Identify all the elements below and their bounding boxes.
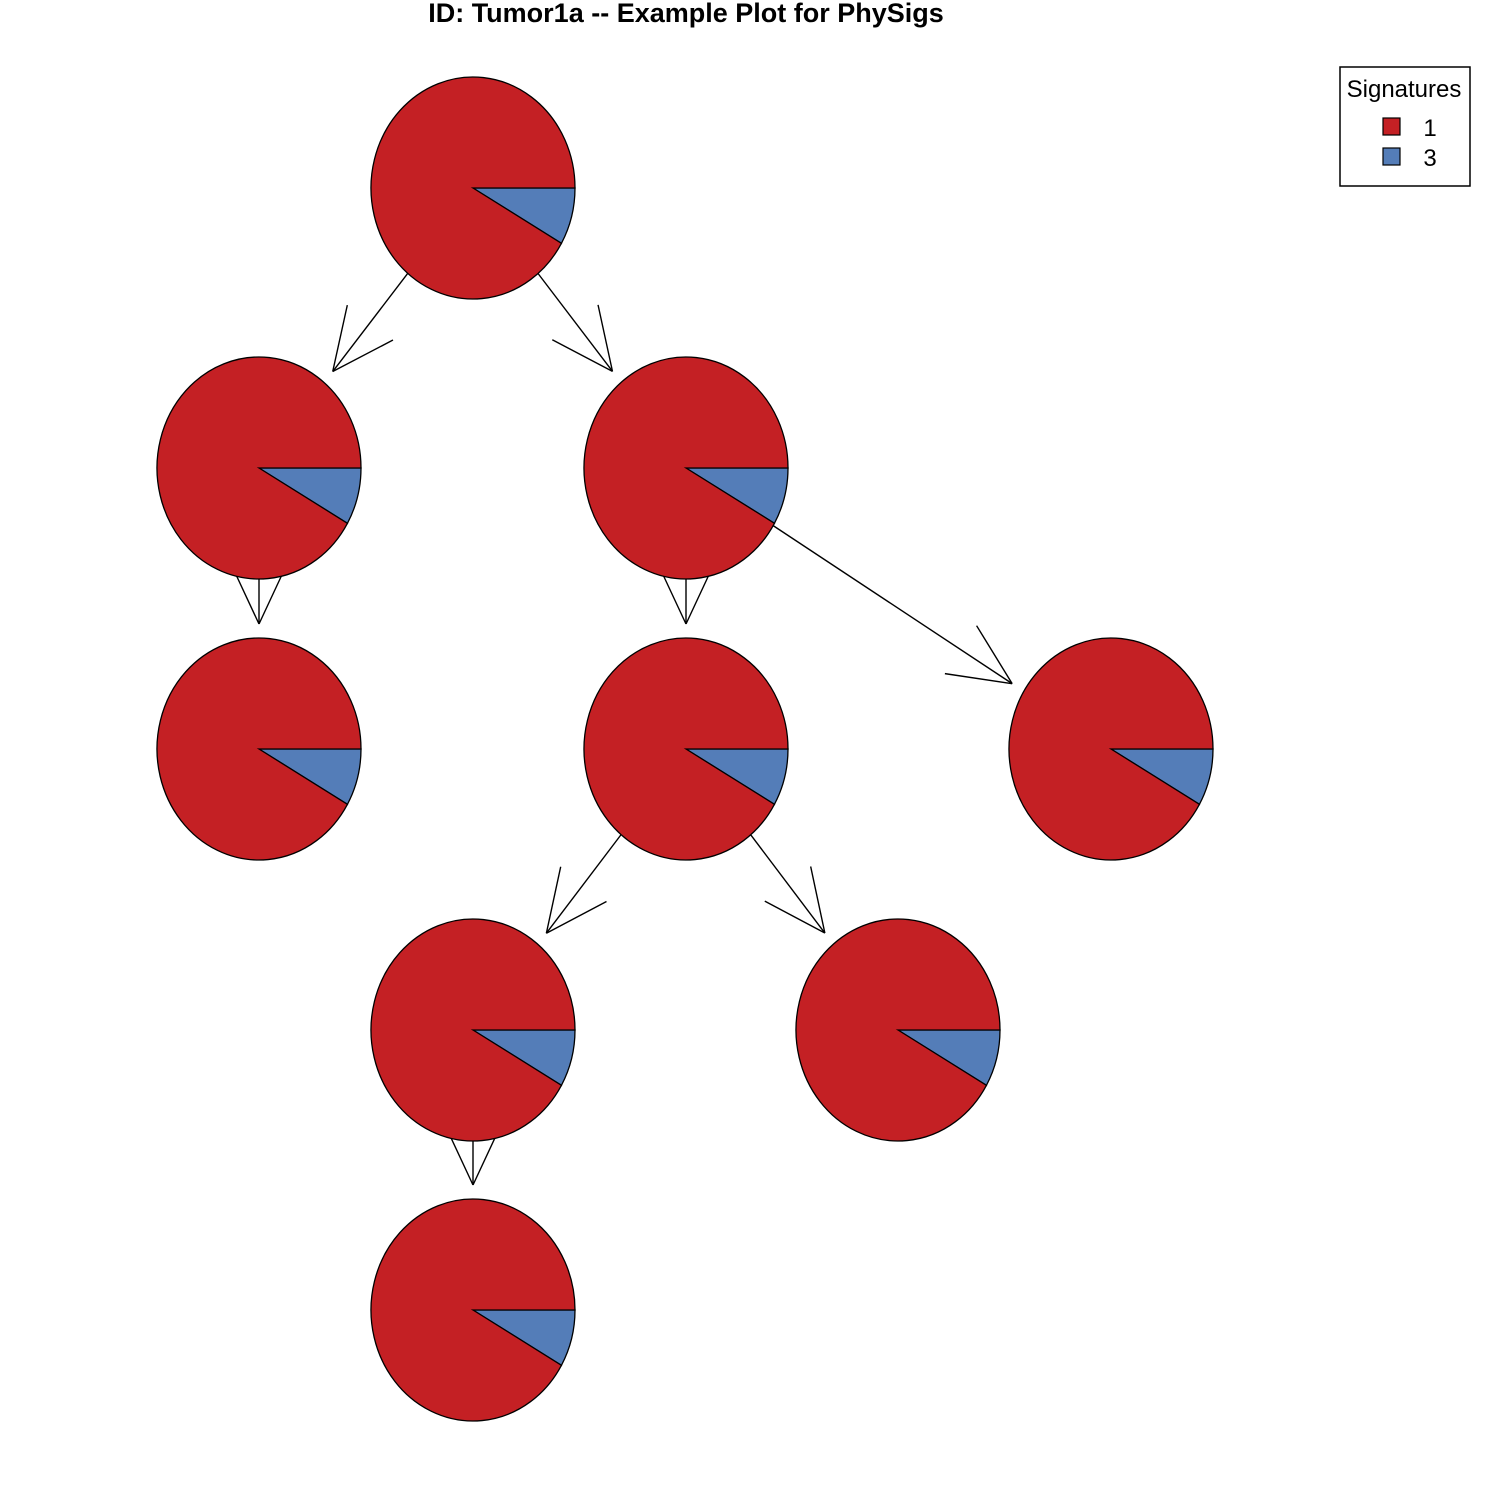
edge-line <box>750 834 826 934</box>
edge-n1-n3 <box>537 273 614 372</box>
arrow-head <box>332 304 348 372</box>
pie-slice-signature-1 <box>583 637 789 861</box>
edge-line <box>772 525 1013 685</box>
arrow-head <box>545 866 562 934</box>
pies-layer <box>156 76 1214 1422</box>
pie-slice-signature-1 <box>370 1198 576 1422</box>
arrow-head <box>597 304 614 372</box>
arrow-head <box>944 672 1013 685</box>
arrow-head <box>975 625 1013 685</box>
pie-slice-signature-1 <box>795 918 1001 1142</box>
arrow-head <box>809 866 826 934</box>
edge-line <box>537 273 614 372</box>
arrow-head <box>764 900 826 934</box>
pie-n7 <box>370 918 576 1142</box>
pie-n4 <box>156 637 362 861</box>
pie-slice-signature-1 <box>370 76 576 300</box>
pie-n8 <box>795 918 1001 1142</box>
legend-swatch <box>1382 147 1401 166</box>
legend-box <box>1339 66 1471 187</box>
legend-item-1: 1 <box>1382 115 1437 142</box>
pie-n2 <box>156 356 362 580</box>
pie-n9 <box>370 1198 576 1422</box>
pie-slice-signature-1 <box>1008 637 1214 861</box>
legend-items: 13 <box>1382 115 1437 172</box>
pie-n5 <box>583 637 789 861</box>
edge-n3-n6 <box>772 525 1013 685</box>
pie-slice-signature-1 <box>583 356 789 580</box>
pie-n3 <box>583 356 789 580</box>
pie-slice-signature-1 <box>156 356 362 580</box>
pie-slice-signature-1 <box>156 637 362 861</box>
pie-n6 <box>1008 637 1214 861</box>
legend-title: Signatures <box>1347 76 1462 103</box>
legend-label: 1 <box>1423 115 1436 142</box>
chart-title: ID: Tumor1a -- Example Plot for PhySigs <box>428 0 944 28</box>
arrow-head <box>546 900 607 934</box>
pie-n1 <box>370 76 576 300</box>
edge-n5-n8 <box>750 834 826 934</box>
legend-swatch <box>1382 117 1401 136</box>
edge-n5-n7 <box>545 834 622 934</box>
legend-item-3: 3 <box>1382 145 1437 172</box>
arrow-head <box>332 339 394 373</box>
legend: Signatures 13 <box>1339 66 1471 187</box>
edge-line <box>545 834 622 934</box>
arrow-head <box>551 339 613 372</box>
legend-label: 3 <box>1423 145 1436 172</box>
pie-slice-signature-1 <box>370 918 576 1142</box>
edge-line <box>332 272 409 372</box>
edge-n1-n2 <box>332 272 409 373</box>
